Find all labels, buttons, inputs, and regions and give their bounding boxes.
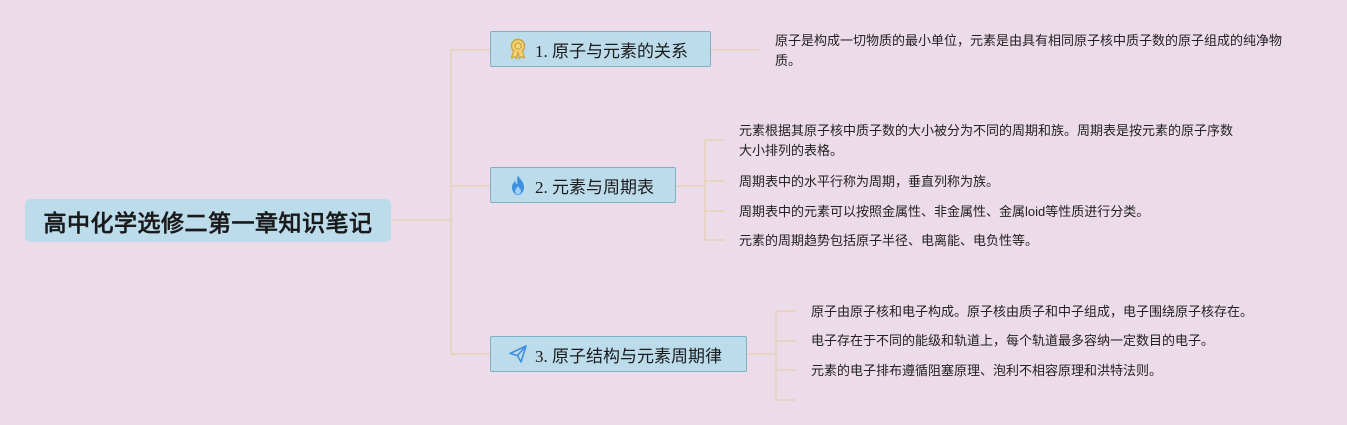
note-2-2[interactable]: 周期表中的水平行称为周期，垂直列称为族。: [739, 172, 1259, 192]
note-3-1[interactable]: 原子由原子核和电子构成。原子核由质子和中子组成，电子围绕原子核存在。: [811, 302, 1341, 322]
note-2-1[interactable]: 元素根据其原子核中质子数的大小被分为不同的周期和族。周期表是按元素的原子序数大小…: [739, 121, 1239, 161]
note-2-2-text: 周期表中的水平行称为周期，垂直列称为族。: [739, 174, 1000, 189]
branch-topic-1[interactable]: 1. 原子与元素的关系: [490, 31, 711, 67]
note-1-1[interactable]: 原子是构成一切物质的最小单位，元素是由具有相同原子核中质子数的原子组成的纯净物质…: [775, 31, 1285, 71]
branch-topic-3-label: 3. 原子结构与元素周期律: [535, 346, 722, 366]
root-topic-label: 高中化学选修二第一章知识笔记: [43, 209, 373, 236]
branch-topic-1-label: 1. 原子与元素的关系: [535, 41, 688, 61]
note-3-3[interactable]: 元素的电子排布遵循阻塞原理、泡利不相容原理和洪特法则。: [811, 361, 1341, 381]
note-2-3[interactable]: 周期表中的元素可以按照金属性、非金属性、金属loid等性质进行分类。: [739, 202, 1259, 222]
note-3-1-text: 原子由原子核和电子构成。原子核由质子和中子组成，电子围绕原子核存在。: [811, 304, 1254, 319]
note-2-4-text: 元素的周期趋势包括原子半径、电离能、电负性等。: [739, 233, 1039, 248]
branch-topic-3[interactable]: 3. 原子结构与元素周期律: [490, 336, 747, 372]
branch-topic-2[interactable]: 2. 元素与周期表: [490, 167, 676, 203]
note-3-2-text: 电子存在于不同的能级和轨道上，每个轨道最多容纳一定数目的电子。: [811, 333, 1215, 348]
paper-plane-icon: [507, 343, 529, 365]
branch-topic-2-label: 2. 元素与周期表: [535, 177, 654, 197]
note-3-3-text: 元素的电子排布遵循阻塞原理、泡利不相容原理和洪特法则。: [811, 363, 1163, 378]
root-topic[interactable]: 高中化学选修二第一章知识笔记: [25, 199, 391, 242]
note-2-3-text: 周期表中的元素可以按照金属性、非金属性、金属loid等性质进行分类。: [739, 204, 1150, 219]
fire-icon: [507, 174, 529, 196]
note-1-1-text: 原子是构成一切物质的最小单位，元素是由具有相同原子核中质子数的原子组成的纯净物质…: [775, 33, 1283, 68]
note-2-4[interactable]: 元素的周期趋势包括原子半径、电离能、电负性等。: [739, 231, 1259, 251]
note-2-1-text: 元素根据其原子核中质子数的大小被分为不同的周期和族。周期表是按元素的原子序数大小…: [739, 123, 1234, 158]
note-3-2[interactable]: 电子存在于不同的能级和轨道上，每个轨道最多容纳一定数目的电子。: [811, 331, 1341, 351]
award-ribbon-icon: [507, 38, 529, 60]
